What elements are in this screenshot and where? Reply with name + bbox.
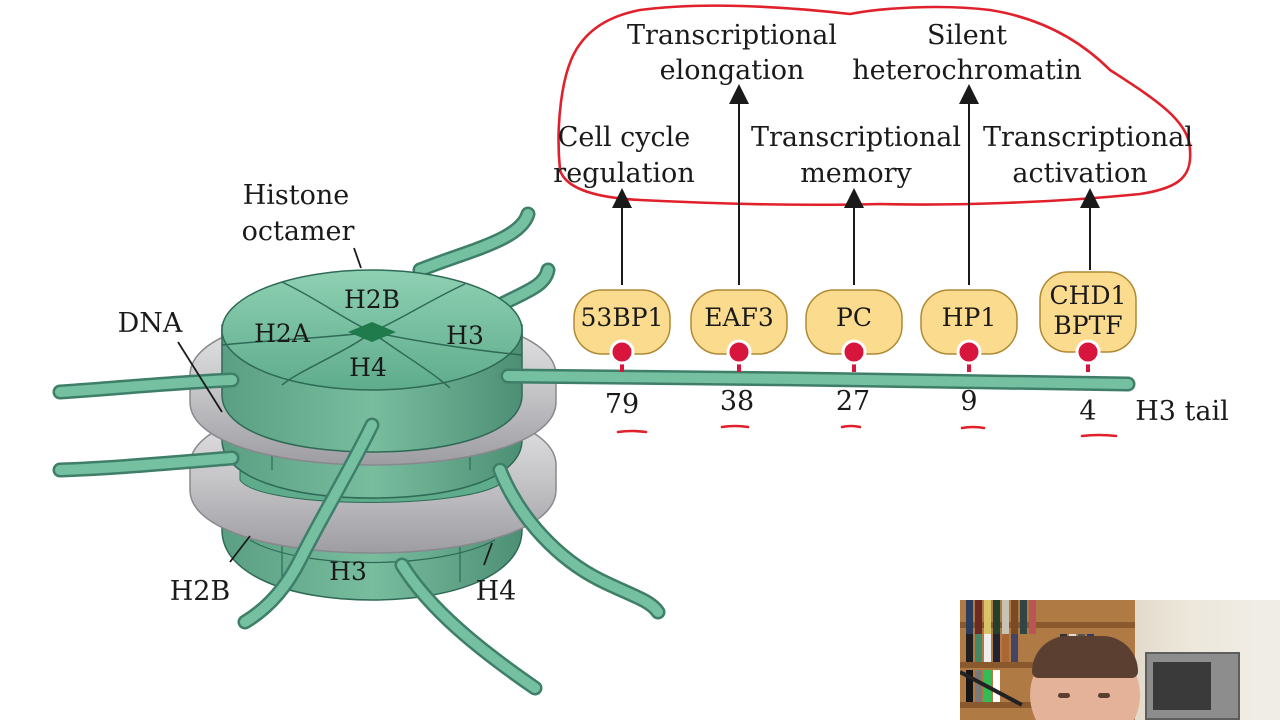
methyl-mark: [609, 339, 635, 365]
outcome-label: activation: [1012, 158, 1147, 189]
residue-number: 79: [605, 389, 639, 420]
methyl-mark: [956, 339, 982, 365]
reader-hp1: HP1 9: [920, 289, 1018, 430]
methyl-mark: [1075, 339, 1101, 365]
methyl-mark: [841, 339, 867, 365]
outcome-cell-cycle: Cell cycle regulation: [553, 122, 694, 189]
label-h3-top: H3: [446, 321, 484, 350]
label-h4-top: H4: [349, 353, 387, 382]
reader-eaf3: EAF3 38: [690, 289, 788, 429]
annotation-underline: [720, 424, 750, 429]
annotation-underline: [840, 424, 862, 429]
reader-name: EAF3: [704, 303, 774, 332]
label-h2a: H2A: [254, 319, 311, 348]
residue-number: 4: [1079, 396, 1096, 427]
outcome-label: Cell cycle: [558, 122, 691, 153]
label-dna: DNA: [118, 308, 183, 339]
presenter-webcam: [960, 600, 1280, 720]
annotation-underline: [616, 429, 648, 434]
annotation-underline: [1080, 433, 1118, 438]
label-h2b-top: H2B: [344, 285, 400, 314]
residue-number: 9: [960, 386, 977, 417]
microwave: [1145, 652, 1240, 720]
outcome-memory: Transcriptional memory: [751, 122, 961, 189]
reader-name: CHD1: [1050, 281, 1127, 310]
reader-pc: PC 27: [805, 289, 903, 429]
label-histone-octamer: Histone: [243, 180, 350, 211]
reader-name: BPTF: [1053, 311, 1122, 340]
residue-number: 27: [836, 386, 870, 417]
annotation-underline: [960, 425, 986, 430]
outcome-elongation: Transcriptional elongation: [627, 20, 837, 86]
outcome-label: memory: [800, 158, 912, 189]
label-h3-tail: H3 tail: [1135, 396, 1229, 427]
outcome-heterochromatin: Silent heterochromatin: [852, 20, 1082, 86]
outcome-label: Silent: [927, 20, 1007, 51]
octamer-center: [348, 322, 396, 342]
outcome-activation: Transcriptional activation: [983, 122, 1193, 189]
outcome-label: Transcriptional: [983, 122, 1193, 153]
outcome-label: elongation: [660, 55, 805, 86]
annotation-cloud-outline: [557, 4, 1192, 207]
label-histone-octamer: octamer: [242, 216, 355, 247]
reader-name: PC: [836, 303, 872, 332]
residue-number: 38: [720, 386, 754, 417]
outcome-label: heterochromatin: [852, 55, 1082, 86]
outcome-label: Transcriptional: [627, 20, 837, 51]
outcome-label: Transcriptional: [751, 122, 961, 153]
nucleosome: H2B H2A H3 H4 H3: [52, 206, 1136, 696]
reader-53bp1: 53BP1 79: [573, 289, 671, 434]
label-h2b-bottom: H2B: [170, 576, 231, 607]
outcome-label: regulation: [553, 158, 694, 189]
reader-name: HP1: [942, 303, 997, 332]
methyl-mark: [726, 339, 752, 365]
reader-name: 53BP1: [581, 303, 664, 332]
label-h4-bottom: H4: [476, 576, 517, 607]
label-h3-bottom: H3: [329, 557, 367, 586]
